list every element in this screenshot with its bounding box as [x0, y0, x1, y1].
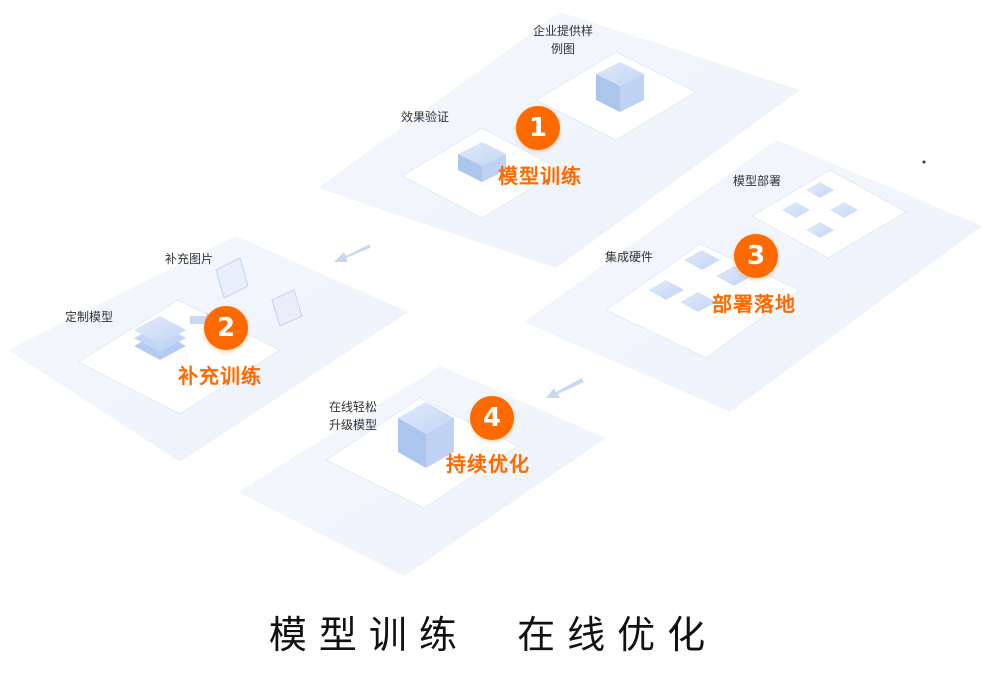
platform-step1 [318, 12, 800, 268]
label-online-line1: 在线轻松 [328, 400, 377, 414]
label-custom-model: 定制模型 [64, 310, 113, 324]
cube-icon-sample [596, 62, 644, 112]
label-sample-line2: 例图 [550, 42, 575, 56]
label-online-line2: 升级模型 [328, 418, 377, 432]
step-2-title: 补充训练 [178, 364, 262, 388]
label-verify: 效果验证 [400, 110, 449, 124]
step-3-title: 部署落地 [712, 292, 796, 316]
step-3-badge: 3 [734, 234, 778, 278]
stack-icon-model [134, 316, 186, 360]
image-card-icon [215, 257, 303, 327]
cube-icon-upgrade [398, 402, 454, 468]
step-2-badge: 2 [204, 306, 248, 350]
label-sample-line1: 企业提供样 [532, 24, 593, 38]
arrow-icon-3-to-4 [546, 378, 584, 398]
label-integrate-hw: 集成硬件 [604, 250, 653, 264]
pad-deploy [750, 169, 908, 259]
arrow-icon-1-to-2 [334, 244, 370, 262]
caption: 模型训练 在线优化 [268, 613, 718, 657]
dot-mark [922, 160, 926, 164]
step-1-title: 模型训练 [498, 164, 582, 188]
label-add-images: 补充图片 [164, 252, 213, 266]
step-4-badge: 4 [470, 396, 514, 440]
step-4-title: 持续优化 [446, 452, 530, 476]
cube-cluster-icon [782, 182, 858, 238]
label-deploy-model: 模型部署 [732, 174, 781, 188]
chip-icon-verify [458, 142, 506, 182]
step-1-badge: 1 [516, 106, 560, 150]
